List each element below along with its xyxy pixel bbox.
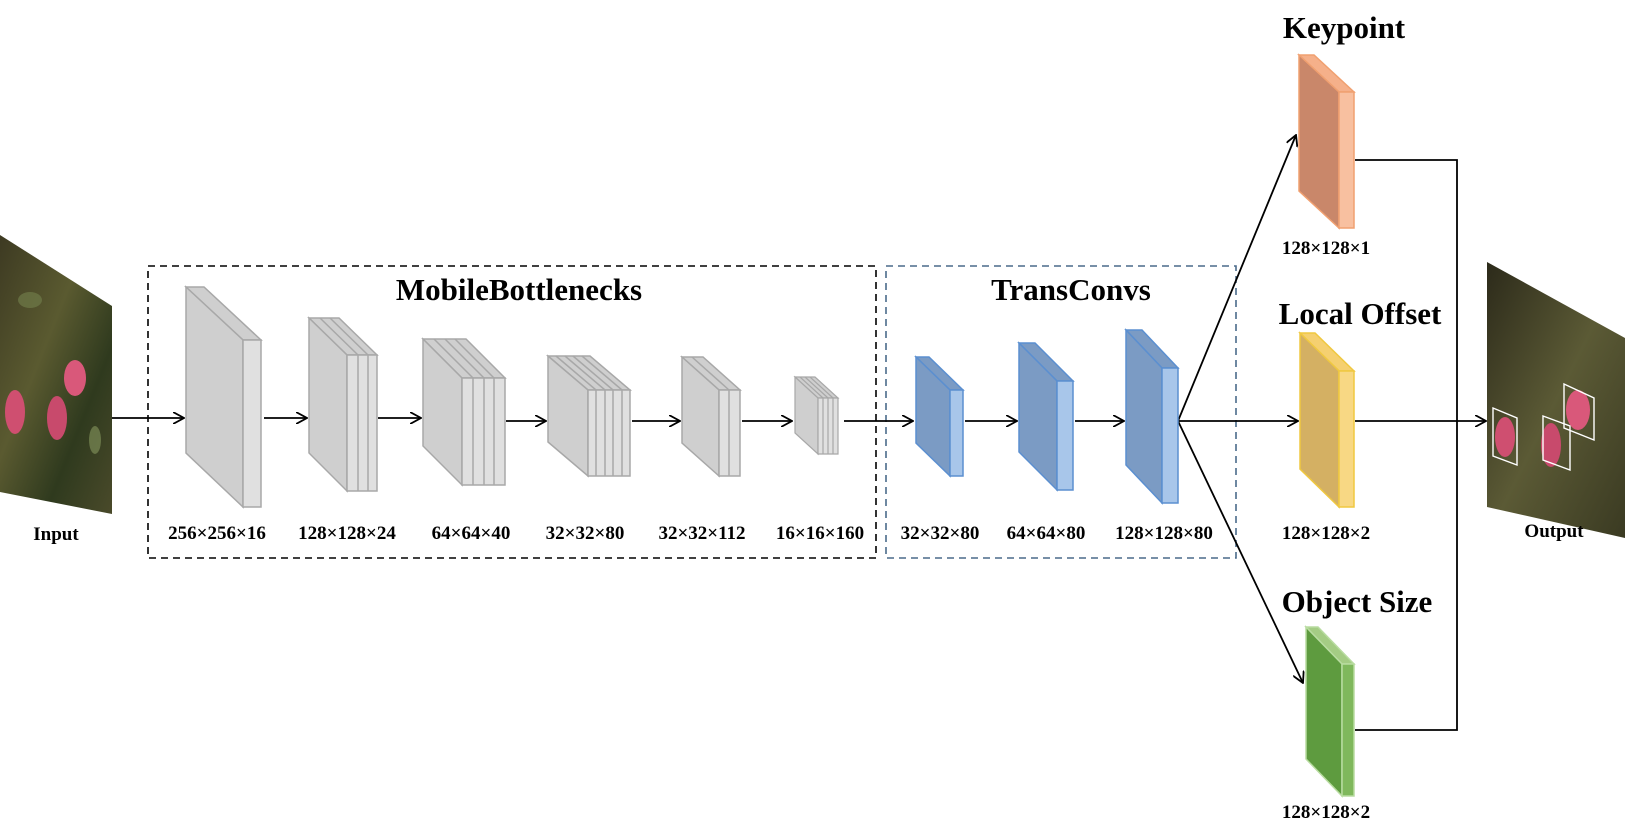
input-label: Input [33, 524, 79, 545]
output-label: Output [1524, 521, 1584, 542]
output-image [1487, 262, 1625, 538]
trans-convs-box [885, 265, 1237, 559]
encoder-dim-4: 32×32×80 [546, 523, 625, 544]
encoder-dim-6: 16×16×160 [776, 523, 864, 544]
encoder-dims-labels: 256×256×16 128×128×24 64×64×40 32×32×80 … [168, 523, 864, 544]
encoder-dim-2: 128×128×24 [298, 523, 396, 544]
trans-convs-title: TransConvs [991, 272, 1151, 307]
connection-arrows [112, 135, 1486, 731]
input-image [0, 235, 112, 514]
arrow-dec3-to-keypoint [1177, 135, 1296, 422]
encoder-dim-1: 256×256×16 [168, 523, 266, 544]
encoder-block-3 [421, 337, 507, 487]
object-size-title: Object Size [1282, 584, 1433, 619]
mobile-bottlenecks-title: MobileBottlenecks [396, 272, 642, 307]
local-offset-title: Local Offset [1279, 296, 1442, 331]
arrow-dec3-to-size [1177, 420, 1303, 683]
decoder-dim-1: 32×32×80 [901, 523, 980, 544]
encoder-block-2 [307, 316, 379, 493]
encoder-dim-5: 32×32×112 [658, 523, 745, 544]
line-keypoint-to-output [1355, 159, 1458, 731]
encoder-block-6 [793, 375, 840, 456]
mobile-bottlenecks-box [147, 265, 877, 559]
decoder-dim-2: 64×64×80 [1007, 523, 1086, 544]
local-offset-dims: 128×128×2 [1282, 523, 1370, 544]
keypoint-dims: 128×128×1 [1282, 238, 1370, 259]
keypoint-head-block [1297, 53, 1356, 230]
decoder-dim-3: 128×128×80 [1115, 523, 1213, 544]
decoder-block-2 [1017, 341, 1075, 492]
decoder-block-1 [914, 355, 965, 478]
local-offset-head-block [1298, 331, 1356, 509]
keypoint-title: Keypoint [1283, 10, 1406, 45]
object-size-dims: 128×128×2 [1282, 802, 1370, 823]
decoder-dims-labels: 32×32×80 64×64×80 128×128×80 [901, 523, 1213, 544]
object-size-head-block [1304, 625, 1356, 798]
decoder-block-3 [1124, 328, 1180, 505]
encoder-block-5 [680, 355, 742, 478]
encoder-dim-3: 64×64×40 [432, 523, 511, 544]
encoder-block-4 [545, 354, 633, 478]
encoder-block-1 [184, 285, 263, 509]
